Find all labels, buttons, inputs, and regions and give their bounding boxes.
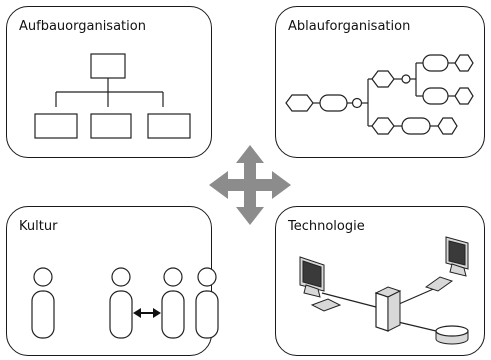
disk-storage-icon (435, 325, 469, 345)
monitor-icon (299, 256, 325, 298)
panel-title: Kultur (19, 219, 58, 234)
person-icon (31, 267, 55, 339)
process-rounded-step (401, 117, 431, 135)
monitor-icon (445, 236, 469, 277)
process-hexagon (371, 70, 395, 88)
process-hexagon (454, 54, 474, 72)
panel-title: Aufbauorganisation (19, 19, 146, 34)
process-rounded-step (319, 94, 348, 112)
process-connector-node (351, 97, 363, 109)
person-icon (195, 267, 219, 339)
panel-ablauforganisation: Ablauforganisation (275, 6, 485, 158)
process-flow-illustration (285, 54, 474, 135)
server-tower-icon (374, 286, 402, 332)
panel-title: Technologie (288, 219, 365, 234)
process-hexagon (371, 117, 395, 135)
process-rounded-step (422, 54, 449, 72)
panel-title: Ablauforganisation (288, 19, 411, 34)
keyboard-icon (424, 276, 454, 292)
panel-kultur: Kultur (6, 206, 219, 356)
person-icon (109, 267, 133, 339)
process-rounded-step (422, 87, 449, 105)
panel-technologie: Technologie (275, 206, 485, 356)
four-way-arrows-icon (209, 145, 291, 225)
keyboard-icon (310, 298, 342, 312)
process-connector-node (401, 74, 411, 84)
org-chart-illustration (34, 53, 191, 139)
org-child-box (90, 113, 132, 139)
org-child-box (34, 113, 78, 139)
double-arrow-icon (133, 308, 161, 318)
computer-network-illustration (299, 236, 469, 345)
panel-aufbauorganisation: Aufbauorganisation (6, 6, 212, 158)
org-child-box (147, 113, 191, 139)
process-hexagon (437, 117, 458, 135)
people-interaction-illustration (31, 267, 219, 339)
person-icon (161, 267, 185, 339)
process-hexagon (454, 87, 474, 105)
org-top-box (90, 53, 126, 79)
process-hexagon (285, 94, 314, 112)
